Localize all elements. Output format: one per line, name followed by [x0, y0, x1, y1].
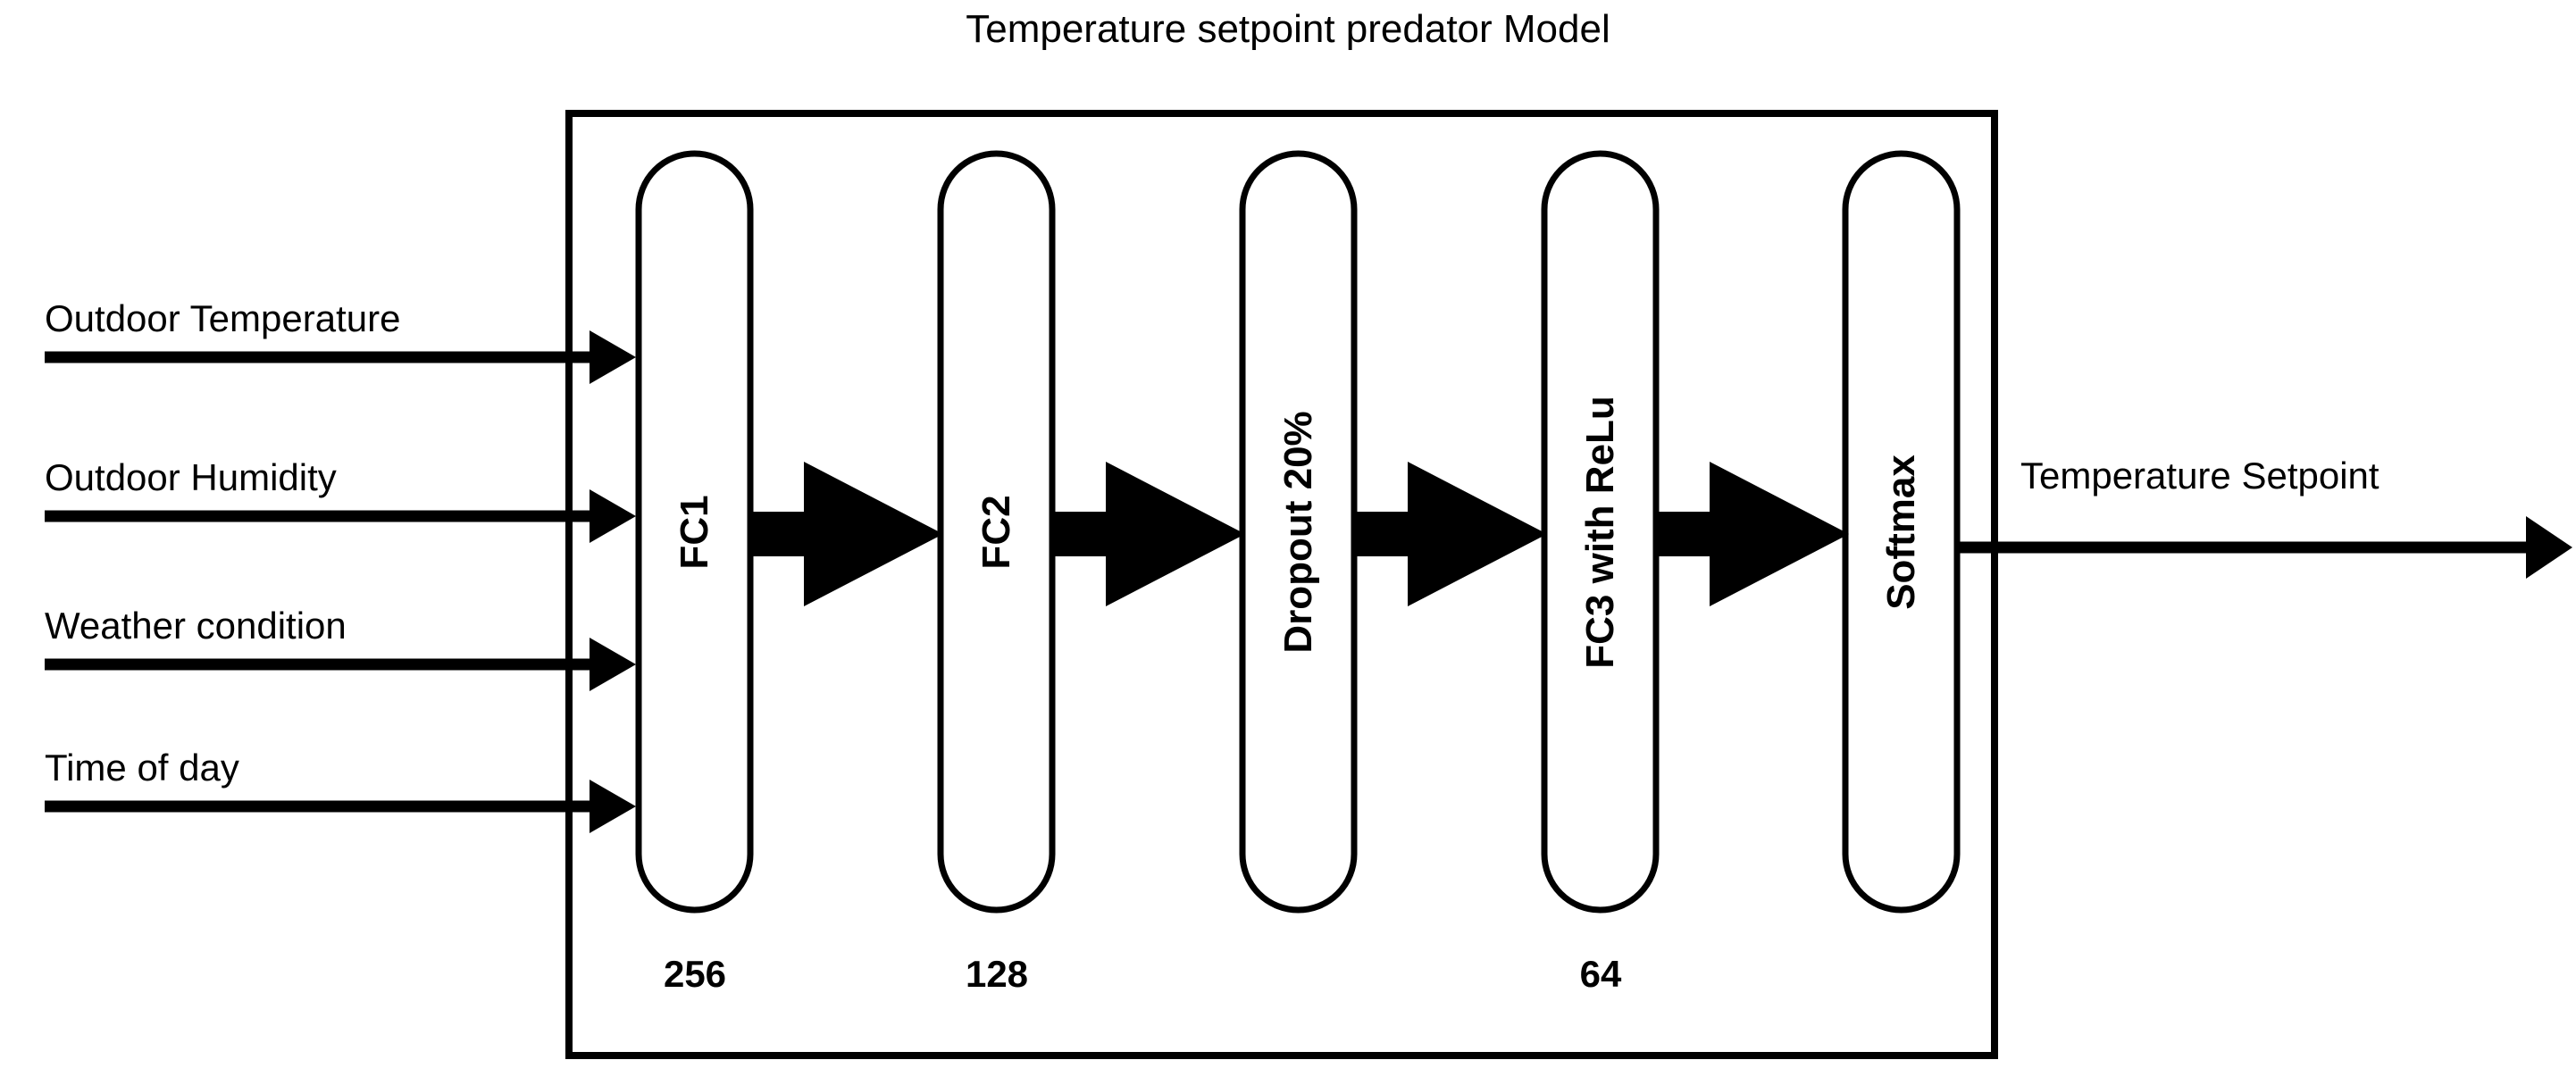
layer-capsule-softmax[interactable] — [1842, 150, 1961, 914]
layer-capsule-fc3[interactable] — [1541, 150, 1660, 914]
input-arrow-3 — [45, 638, 636, 691]
layer-units-fc2: 128 — [965, 953, 1029, 995]
layer-label-fc2: FC2 — [974, 495, 1018, 570]
output-label-temperature-setpoint: Temperature Setpoint — [2020, 455, 2379, 497]
layer-label-fc3: FC3 with ReLu — [1578, 396, 1622, 669]
input-label-time-of-day: Time of day — [45, 747, 239, 789]
model-boundary-box — [565, 110, 1998, 1059]
layer-capsule-fc1[interactable] — [635, 150, 754, 914]
input-label-outdoor-temperature: Outdoor Temperature — [45, 297, 401, 339]
input-arrow-1 — [45, 330, 636, 384]
input-label-outdoor-humidity: Outdoor Humidity — [45, 456, 337, 498]
output-arrow — [1958, 516, 2572, 579]
input-arrow-4 — [45, 780, 636, 833]
block-arrow-1 — [752, 462, 943, 606]
layer-units-fc3: 64 — [1579, 953, 1622, 995]
input-arrow-2 — [45, 489, 636, 543]
block-arrow-4 — [1658, 462, 1849, 606]
page-title: Temperature setpoint predator Model — [966, 7, 1610, 51]
layer-capsule-dropout[interactable] — [1239, 150, 1358, 914]
block-arrow-3 — [1356, 462, 1547, 606]
layer-units-fc1: 256 — [663, 953, 727, 995]
layer-capsule-fc2[interactable] — [937, 150, 1056, 914]
layer-label-dropout: Dropout 20% — [1276, 411, 1320, 654]
input-label-weather-condition: Weather condition — [45, 605, 347, 647]
layer-label-fc1: FC1 — [673, 495, 716, 570]
layer-label-softmax: Softmax — [1879, 455, 1923, 610]
block-arrow-2 — [1054, 462, 1245, 606]
